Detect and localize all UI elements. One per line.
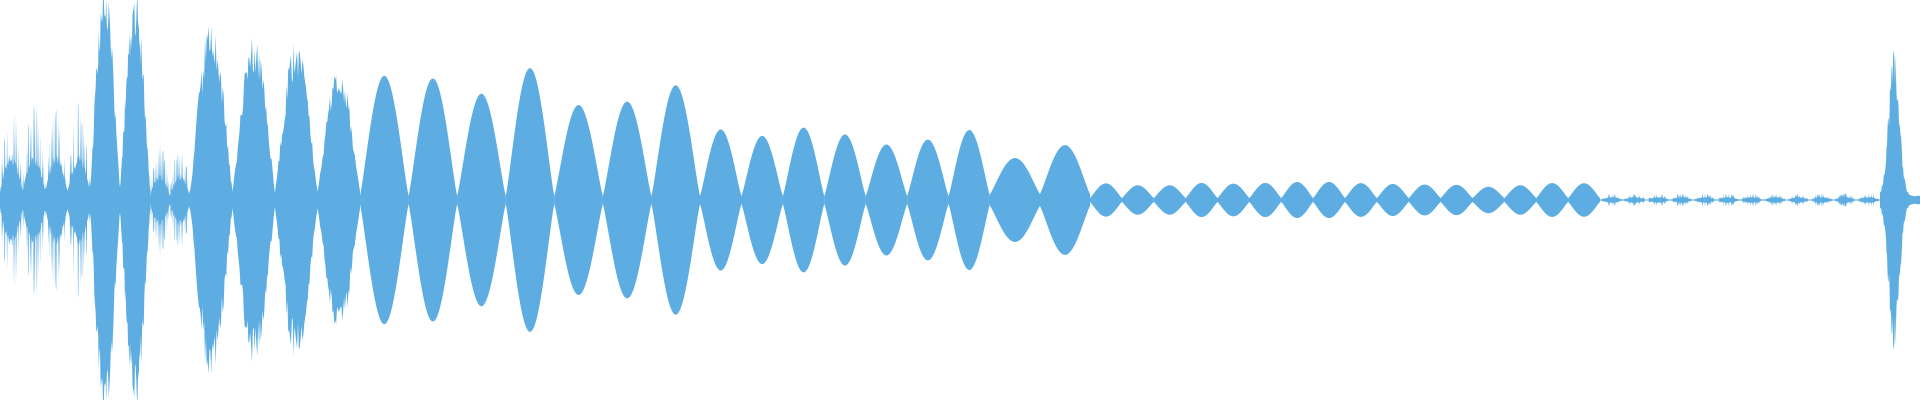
audio-waveform — [0, 0, 1920, 400]
waveform-graphic — [0, 0, 1920, 400]
waveform-lobes — [0, 0, 1920, 400]
